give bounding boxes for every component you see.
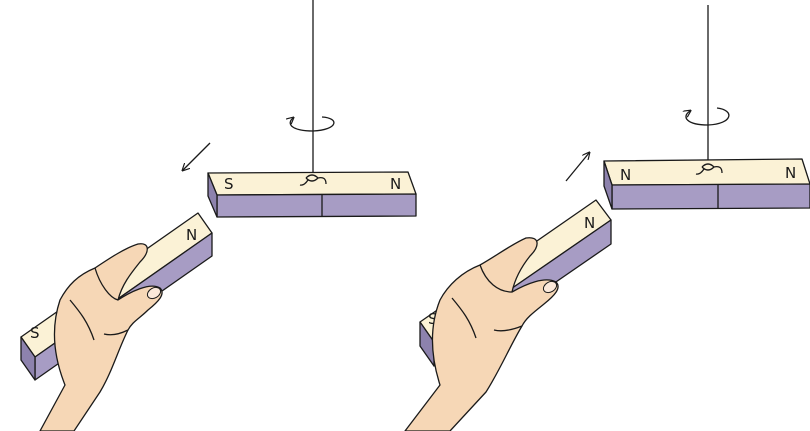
handheld-magnet-upper-pole: N: [584, 214, 595, 232]
rotate-arrow-icon: [290, 117, 334, 131]
suspended-bar-magnet: N N: [604, 159, 810, 209]
left-panel: S N N S: [21, 0, 416, 431]
handheld-magnet-lower-pole: S: [30, 324, 40, 342]
suspended-magnet-left-pole: S: [224, 175, 234, 193]
suspended-bar-magnet: S N: [208, 172, 416, 217]
right-panel: N N N S: [405, 5, 810, 431]
suspended-magnet-right-pole: N: [390, 175, 401, 193]
suspended-magnet-right-pole: N: [785, 164, 796, 182]
handheld-magnet-upper-pole: N: [186, 226, 197, 244]
arrow-up-right-icon: [566, 153, 589, 181]
arrow-down-left-icon: [183, 143, 210, 170]
suspended-magnet-left-pole: N: [620, 166, 631, 184]
